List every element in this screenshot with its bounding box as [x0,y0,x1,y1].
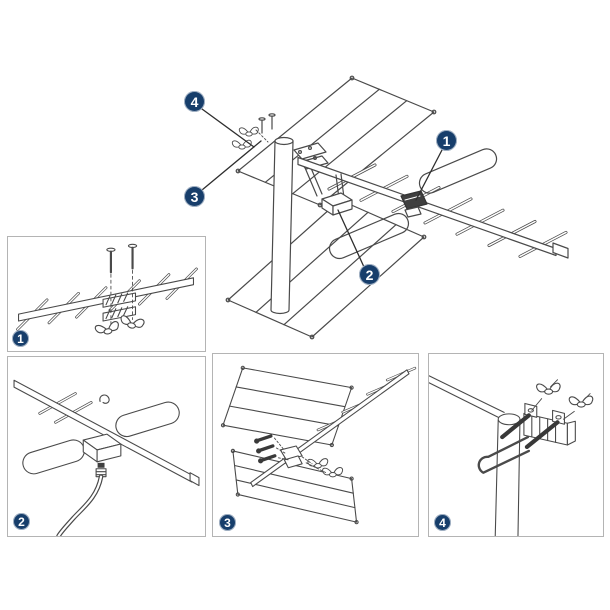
step-4-label: 4 [439,515,446,530]
folded-dipole-upper [418,148,498,194]
callout-3-badge: 3 [184,186,205,207]
folded-dipole-left [22,439,85,475]
step-3-label: 3 [224,515,231,530]
upper-reflector-panel [235,75,437,208]
attachment-bolts [251,434,289,466]
callout-4-badge: 4 [184,91,205,112]
coax-cable [56,474,104,536]
boom-tube [250,369,410,488]
mast-pole [270,136,294,315]
step-3-panel: 3 [212,353,419,537]
lower-reflector-panel [225,197,427,340]
folded-dipole-right [115,401,180,438]
callout-1-label: 1 [442,132,451,149]
step-4-badge: 4 [434,514,451,531]
callout-1-badge: 1 [436,130,457,151]
callout-3-label: 3 [190,188,199,205]
boom [297,156,569,259]
attachment-wing-nuts [301,456,344,478]
mount-bracket [279,445,303,469]
step-1-illustration [16,243,198,337]
boom-splice-clamp [400,190,428,218]
step-1-panel: 1 [7,236,206,352]
boom-rear [429,375,505,420]
callout-2-badge: 2 [359,264,380,285]
callout-4-label: 4 [190,93,199,110]
balun-box [321,192,353,216]
upper-reflector-panel [220,365,354,448]
boom-end-cap [189,472,200,487]
u-bolt [477,413,560,474]
lower-reflector-panel [230,448,359,525]
splice-screws [106,243,138,326]
step-2-panel: 2 [7,356,206,537]
step-3-illustration [220,365,417,525]
step-4-panel: 4 [428,353,604,537]
clamp-bracket [523,402,576,446]
folded-dipole-lower [328,212,410,260]
callout-2-label: 2 [365,266,374,283]
step-2-label: 2 [18,514,25,529]
clamp-wing-nuts [531,379,594,420]
coax-connector [95,462,107,478]
callout-leader-lines [201,108,443,268]
step-2-illustration [13,379,200,536]
cable-clip [99,394,110,404]
step-2-badge: 2 [13,513,30,530]
step-4-illustration [429,375,594,536]
step-1-label: 1 [17,331,24,346]
step-1-badge: 1 [12,330,29,347]
balun-box [82,433,122,463]
step-3-badge: 3 [219,514,236,531]
